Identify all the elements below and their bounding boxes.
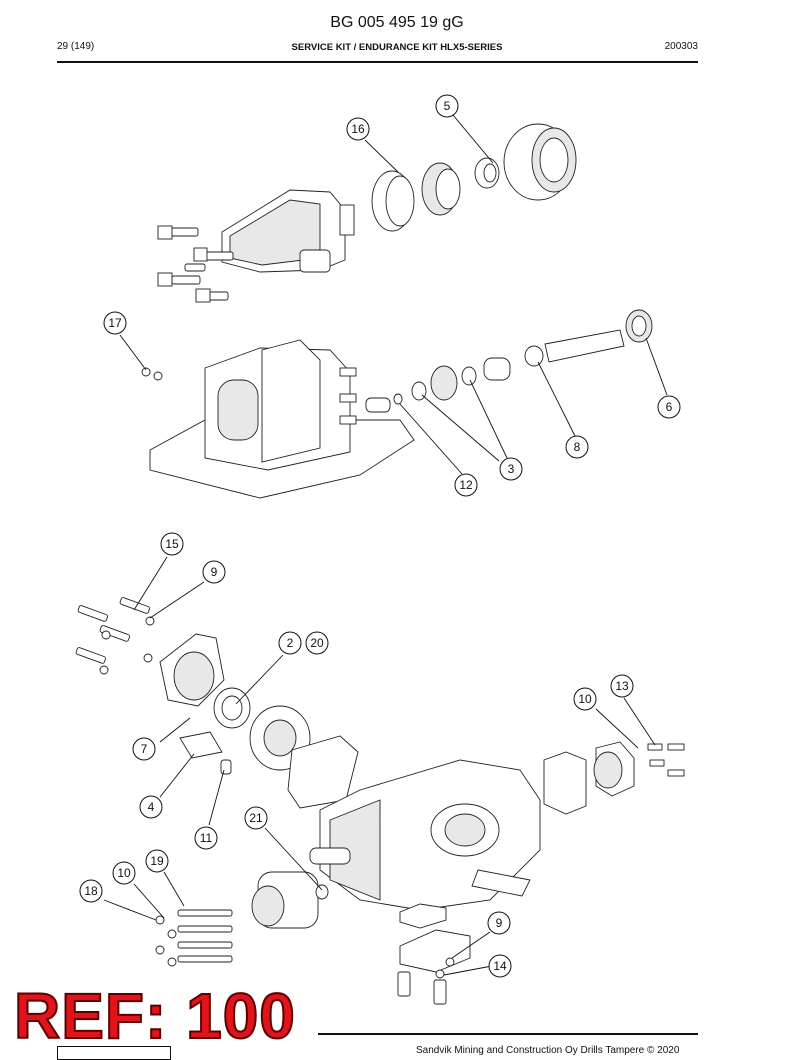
callout-18: 18 [79, 879, 103, 903]
leader-lines [103, 114, 668, 976]
svg-text:8: 8 [574, 440, 581, 454]
svg-text:10: 10 [117, 866, 131, 880]
callout-4: 4 [139, 795, 163, 819]
svg-text:5: 5 [444, 99, 451, 113]
main-housing-illustration [309, 759, 541, 911]
svg-text:11: 11 [200, 831, 213, 845]
svg-text:14: 14 [493, 959, 507, 973]
callout-10b: 10 [112, 861, 136, 885]
svg-text:12: 12 [459, 478, 473, 492]
pump-parts-illustration [155, 871, 471, 1005]
header-rule [57, 61, 698, 63]
callout-17: 17 [103, 311, 127, 335]
svg-text:20: 20 [310, 636, 324, 650]
svg-text:17: 17 [108, 316, 122, 330]
callout-15: 15 [160, 532, 184, 556]
footer-copyright: Sandvik Mining and Construction Oy Drill… [416, 1045, 680, 1056]
bearing-parts-illustration [371, 123, 577, 232]
document-date: 200303 [664, 41, 698, 52]
callout-9: 9 [202, 560, 226, 584]
base-frame-illustration [141, 339, 415, 499]
svg-text:3: 3 [508, 462, 515, 476]
svg-text:13: 13 [615, 679, 629, 693]
callout-14: 14 [488, 954, 512, 978]
svg-text:10: 10 [578, 692, 592, 706]
callout-21: 21 [244, 806, 268, 830]
footer-rule [318, 1033, 698, 1035]
callout-5: 5 [435, 94, 459, 118]
svg-text:18: 18 [84, 884, 98, 898]
callout-10: 10 [573, 687, 597, 711]
callout-11: 11 [194, 826, 218, 850]
svg-text:7: 7 [141, 742, 148, 756]
callout-6: 6 [657, 395, 681, 419]
callout-13: 13 [610, 674, 634, 698]
svg-text:9: 9 [496, 916, 503, 930]
page-title: SERVICE KIT / ENDURANCE KIT HLX5-SERIES [291, 42, 503, 53]
callout-7: 7 [132, 737, 156, 761]
svg-text:9: 9 [211, 565, 218, 579]
callout-20: 20 [305, 631, 329, 655]
svg-text:6: 6 [666, 400, 673, 414]
svg-text:15: 15 [165, 537, 179, 551]
svg-text:2: 2 [287, 636, 294, 650]
callout-8: 8 [565, 435, 589, 459]
document-code: BG 005 495 19 gG [330, 14, 464, 31]
motor-assembly-illustration [157, 189, 355, 303]
svg-text:21: 21 [249, 811, 263, 825]
callout-12: 12 [454, 473, 478, 497]
callout-16: 16 [346, 117, 370, 141]
svg-text:4: 4 [148, 800, 155, 814]
shaft-parts-illustration [365, 309, 653, 413]
callout-2: 2 [278, 631, 302, 655]
callout-3: 3 [499, 457, 523, 481]
svg-text:16: 16 [351, 122, 365, 136]
svg-text:19: 19 [150, 854, 164, 868]
reference-stamp: REF: 100 [13, 980, 296, 1052]
callout-19: 19 [145, 849, 169, 873]
cover-parts-illustration [75, 597, 685, 815]
page-number: 29 (149) [57, 41, 95, 52]
callout-9b: 9 [487, 911, 511, 935]
